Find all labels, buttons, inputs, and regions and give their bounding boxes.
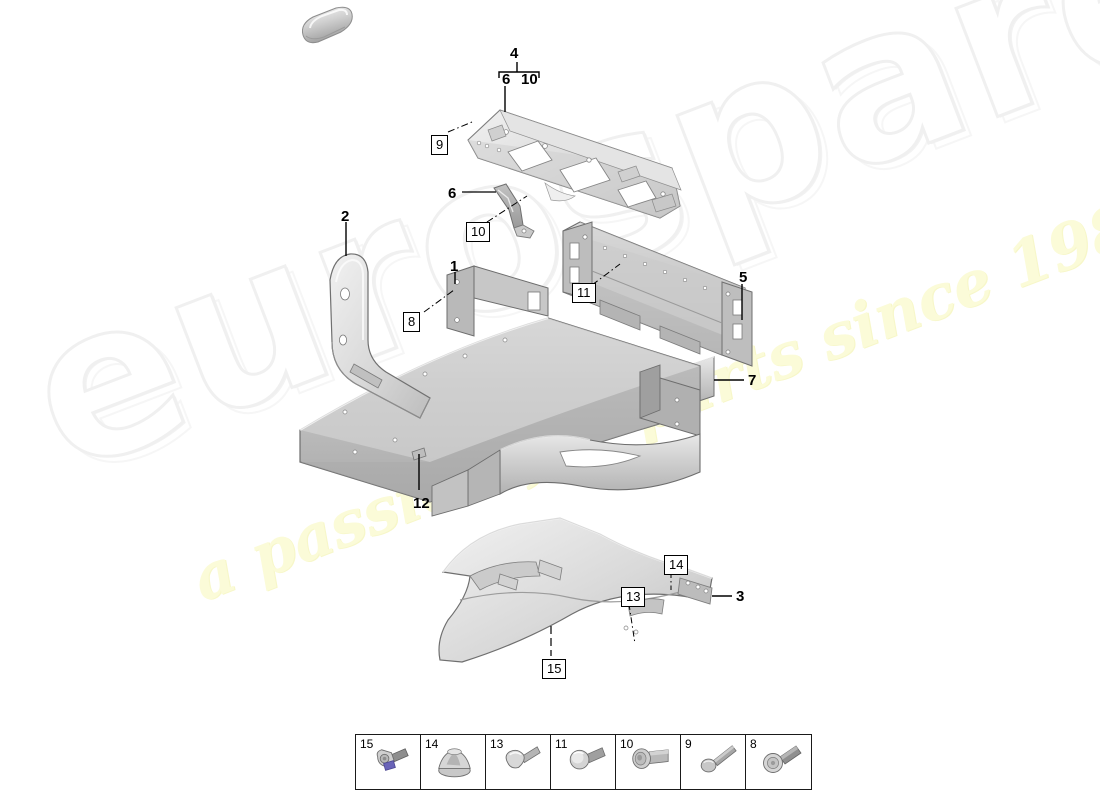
hardware-item-13: 13	[486, 735, 551, 789]
pan-head-bolt-icon	[569, 747, 606, 770]
hardware-item-15: 15	[356, 735, 421, 789]
part-6-small-bracket	[493, 183, 535, 239]
callout-4: 4	[510, 45, 519, 62]
mushroom-head-screw-icon	[505, 746, 541, 769]
washer-head-bolt-icon	[763, 745, 802, 773]
callout-7: 7	[748, 372, 757, 389]
hardware-item-14: 14	[421, 735, 486, 789]
callout-3: 3	[736, 588, 745, 605]
callout-6-bracket: 6	[502, 71, 511, 88]
callout-14: 14	[664, 555, 689, 575]
callout-1: 1	[450, 258, 459, 275]
hardware-item-8: 8	[746, 735, 811, 789]
callout-8: 8	[403, 312, 421, 332]
callout-2: 2	[341, 208, 350, 225]
callout-5: 5	[739, 269, 748, 286]
hardware-number-15: 15	[360, 737, 374, 751]
hardware-number-10: 10	[620, 737, 634, 751]
small-capsule-part	[302, 6, 353, 44]
hardware-legend-strip: 15 14 13	[355, 734, 812, 790]
part-4-upper-cross-panel	[467, 109, 682, 219]
hardware-number-9: 9	[685, 737, 692, 751]
hardware-number-13: 13	[490, 737, 504, 751]
bolt-with-blue-collar-icon	[376, 748, 409, 771]
callout-10-bracket: 10	[521, 71, 538, 88]
leader-lines	[345, 62, 744, 656]
callout-11: 11	[572, 283, 596, 303]
flange-nut-icon	[438, 748, 471, 778]
hardware-number-14: 14	[425, 737, 439, 751]
hardware-item-10: 10	[616, 735, 681, 789]
callout-9: 9	[431, 135, 449, 155]
thin-screw-icon	[700, 745, 737, 773]
part-3-lower-cross-brace	[438, 516, 713, 663]
callout-10: 10	[466, 222, 491, 242]
hardware-item-11: 11	[551, 735, 616, 789]
flange-bolt-icon	[632, 748, 669, 769]
callout-15: 15	[542, 659, 567, 679]
callout-13: 13	[621, 587, 646, 607]
part-5-upper-rail	[562, 221, 753, 367]
callout-6: 6	[448, 185, 457, 202]
hardware-number-8: 8	[750, 737, 757, 751]
hardware-number-11: 11	[555, 737, 568, 751]
hardware-item-9: 9	[681, 735, 746, 789]
part-1-bumper-beam	[299, 265, 701, 517]
callout-12: 12	[413, 495, 430, 512]
part-2-side-bracket	[329, 253, 431, 419]
